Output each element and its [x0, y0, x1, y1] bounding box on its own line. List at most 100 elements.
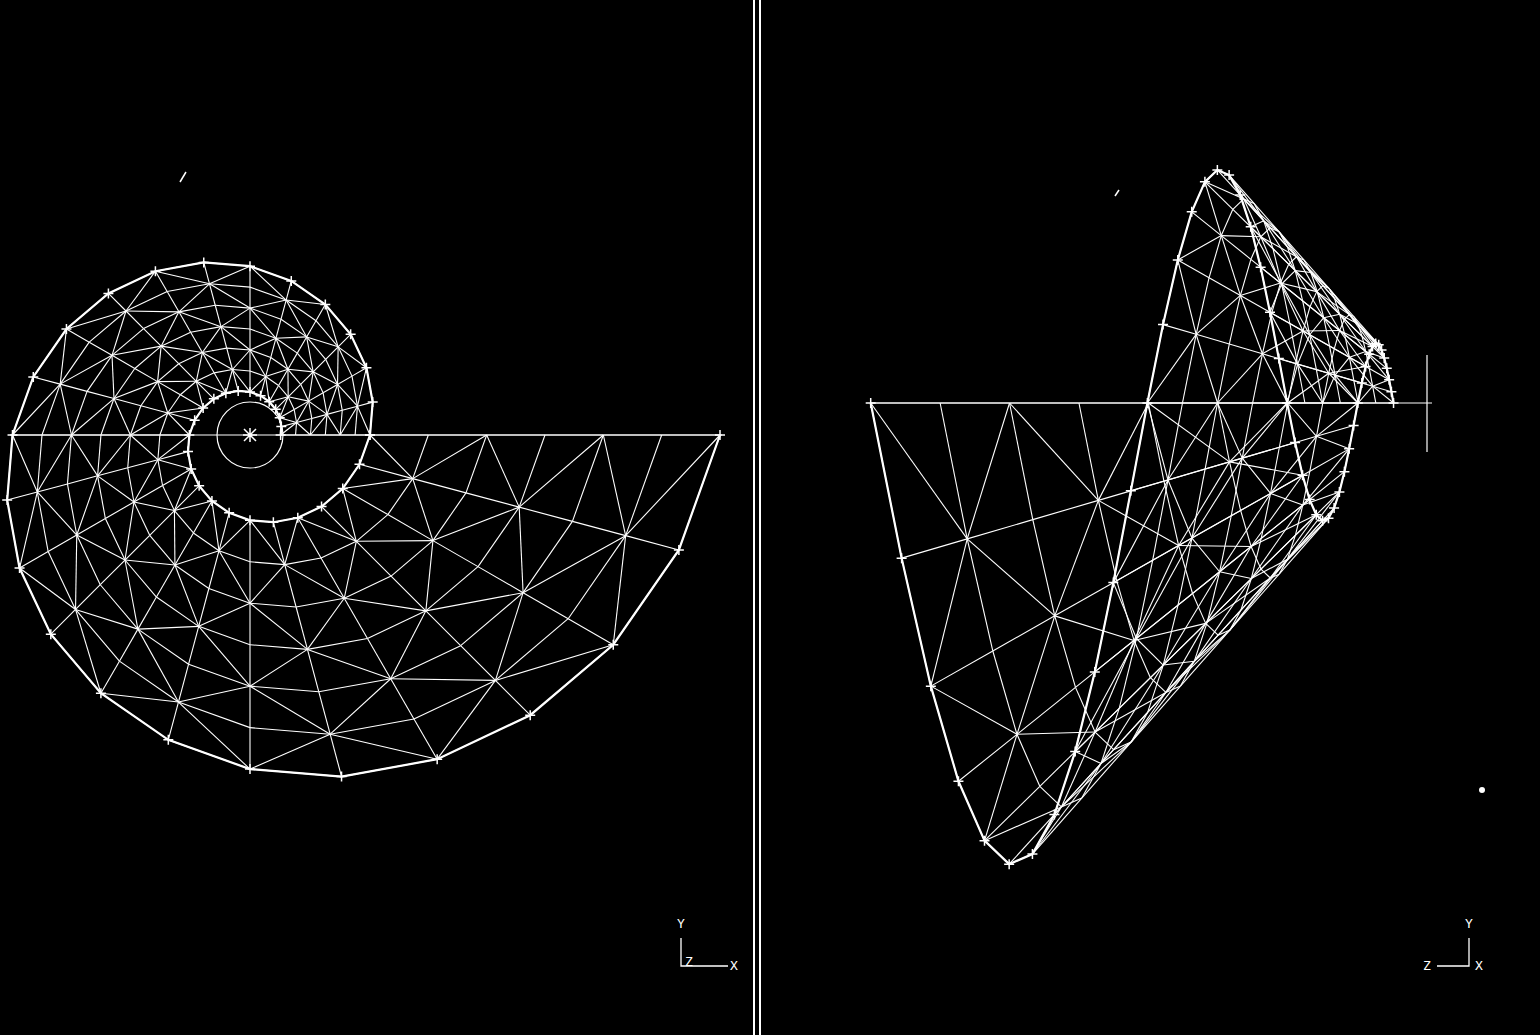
mesh-edge	[967, 539, 993, 651]
mesh-edge	[202, 353, 232, 370]
mesh-edge	[175, 565, 199, 626]
mesh-edge	[179, 364, 197, 382]
mesh-edge	[1295, 492, 1339, 535]
mesh-edge	[249, 329, 250, 350]
mesh-edge	[202, 327, 221, 353]
mesh-edge	[1279, 436, 1316, 447]
mesh-edge	[301, 384, 309, 401]
mesh-edge	[266, 357, 271, 376]
mesh-edge	[281, 319, 307, 337]
mesh-edge	[250, 287, 286, 300]
mesh-edge	[1134, 546, 1179, 641]
mesh-edge	[175, 533, 194, 565]
mesh-edge	[1242, 447, 1279, 458]
mesh-edge	[1205, 458, 1242, 469]
mesh-edge	[1098, 500, 1178, 545]
mesh-edge	[338, 376, 352, 384]
axis-label: X	[1475, 959, 1483, 973]
mesh-edge	[307, 649, 390, 678]
mesh-edge	[1303, 301, 1310, 335]
mesh-edge	[1163, 325, 1196, 335]
mesh-edge	[433, 541, 478, 567]
mesh-edge	[1113, 480, 1168, 583]
mesh-edge	[1262, 354, 1287, 403]
mesh-edge	[1316, 370, 1322, 403]
mesh-edge	[1310, 449, 1349, 471]
mesh-edge	[1221, 209, 1233, 235]
mesh-edge	[209, 589, 250, 604]
mesh-edge	[158, 435, 190, 460]
mesh-edge	[134, 502, 150, 535]
mesh-edge	[466, 493, 519, 507]
mesh-edge	[297, 418, 312, 422]
mesh-edge	[285, 558, 321, 565]
mesh-edge	[160, 413, 168, 435]
mesh-edge	[7, 492, 37, 500]
mesh-edge	[158, 382, 181, 395]
mesh-edge	[114, 399, 130, 435]
mesh-edge	[155, 271, 167, 291]
mesh-edge	[1304, 260, 1329, 288]
mesh-edge	[344, 598, 426, 611]
mesh-edge	[33, 377, 60, 384]
mesh-edge	[174, 511, 193, 533]
mesh-edge	[523, 536, 626, 593]
mesh-edge	[1316, 425, 1353, 436]
mesh-edge	[126, 292, 167, 311]
mesh-edge	[931, 651, 993, 686]
mesh-edge	[221, 327, 250, 329]
mesh-edge	[178, 702, 250, 769]
mesh-edge	[603, 435, 625, 536]
mesh-edge	[77, 535, 125, 560]
mesh-edge	[60, 384, 87, 391]
mesh-edge	[319, 679, 391, 692]
mesh-edge	[1316, 370, 1335, 376]
mesh-edge	[51, 609, 76, 634]
mesh-edge	[1136, 538, 1192, 638]
mesh-edge	[1168, 480, 1192, 538]
mesh-edge	[958, 734, 1017, 781]
mesh-edge	[325, 414, 327, 435]
mesh-edge	[279, 369, 288, 385]
mesh-edge	[1311, 272, 1340, 314]
mesh-edge	[414, 680, 495, 719]
mesh-edge	[37, 492, 48, 552]
mesh-edge	[271, 357, 288, 369]
mesh-edge	[287, 369, 288, 397]
mesh-edge	[126, 311, 144, 329]
mesh-edge	[101, 661, 120, 693]
mesh-edge	[1075, 752, 1101, 764]
mesh-edge	[1316, 436, 1349, 449]
mesh-edge	[626, 536, 679, 550]
mesh-edge	[288, 397, 308, 401]
mesh-edge	[1220, 572, 1252, 579]
mesh-edge	[215, 305, 221, 326]
mesh-edge	[286, 300, 306, 337]
mesh-edge	[1178, 538, 1192, 605]
mesh-edge	[261, 377, 266, 396]
mesh-edge	[487, 435, 520, 507]
mesh-edge	[1220, 493, 1271, 571]
mesh-edge	[141, 382, 158, 406]
mesh-edge	[1017, 687, 1076, 734]
mesh-edge	[250, 603, 307, 649]
mesh-edge	[523, 593, 568, 619]
mesh-edge	[100, 560, 125, 585]
mesh-edge	[125, 502, 134, 560]
mesh-edge	[1221, 236, 1260, 237]
mesh-edge	[1182, 334, 1196, 403]
mesh-edge	[307, 649, 318, 691]
mesh-edge	[196, 353, 202, 382]
mesh-edge	[568, 619, 613, 645]
mesh-edge	[1061, 742, 1131, 807]
mesh-edge	[391, 679, 414, 719]
mesh-edge	[158, 381, 197, 382]
mesh-edge	[330, 734, 437, 759]
mesh-edge	[466, 435, 487, 493]
mesh-edge	[1131, 686, 1180, 742]
mesh-edge	[519, 507, 572, 521]
mesh-edge	[249, 308, 250, 329]
mesh-edge	[309, 372, 314, 401]
mesh-edge	[1279, 359, 1298, 365]
mesh-edge	[249, 603, 250, 644]
